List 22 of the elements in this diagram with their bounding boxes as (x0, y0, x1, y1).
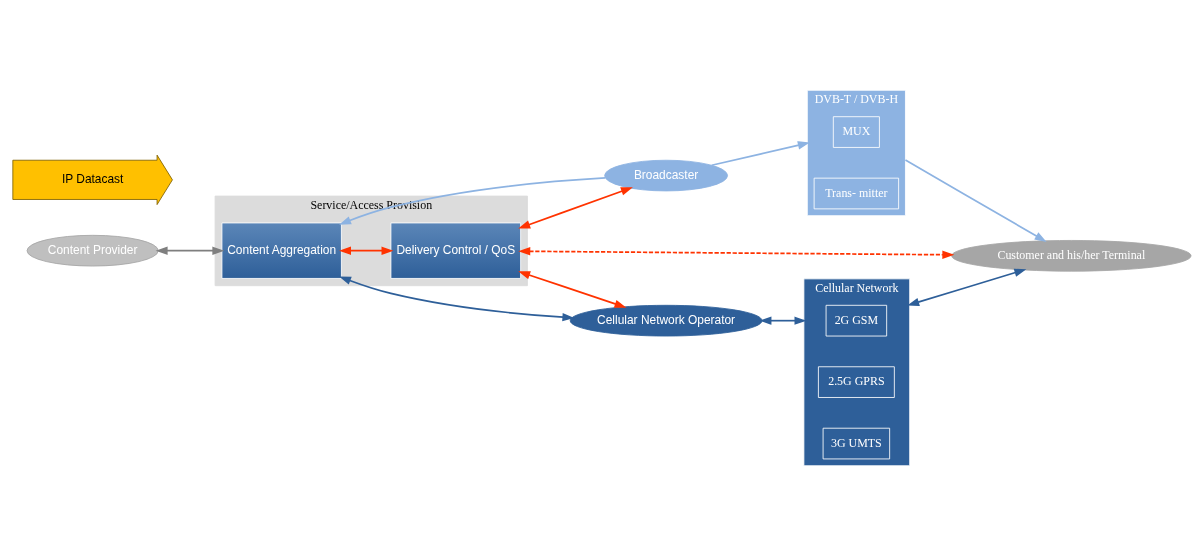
node-box: Trans- mitter (813, 177, 900, 209)
node-ellipse: Customer and his/her Terminal (951, 239, 1192, 272)
arrow (904, 158, 1047, 242)
node-ellipse: Cellular Network Operator (569, 304, 763, 336)
arrow (907, 268, 1027, 306)
node-box: Content Aggregation (221, 222, 342, 279)
node-ellipse: Broadcaster (604, 159, 728, 191)
node-box: 3G UMTS (822, 427, 891, 459)
arrow (518, 246, 955, 259)
node-box: Delivery Control / QoS (390, 222, 522, 279)
arrow (710, 140, 810, 166)
arrow (518, 186, 633, 229)
arrow (759, 316, 807, 325)
arrow (518, 270, 627, 308)
node-box: 2G GSM (825, 304, 888, 336)
arrow (339, 246, 394, 255)
arrow (155, 246, 225, 255)
arrow (339, 176, 607, 225)
node-ellipse: Content Provider (26, 234, 159, 266)
node-box: MUX (832, 115, 880, 148)
arrow (339, 275, 575, 321)
node-box: 2.5G GPRS (817, 365, 895, 398)
